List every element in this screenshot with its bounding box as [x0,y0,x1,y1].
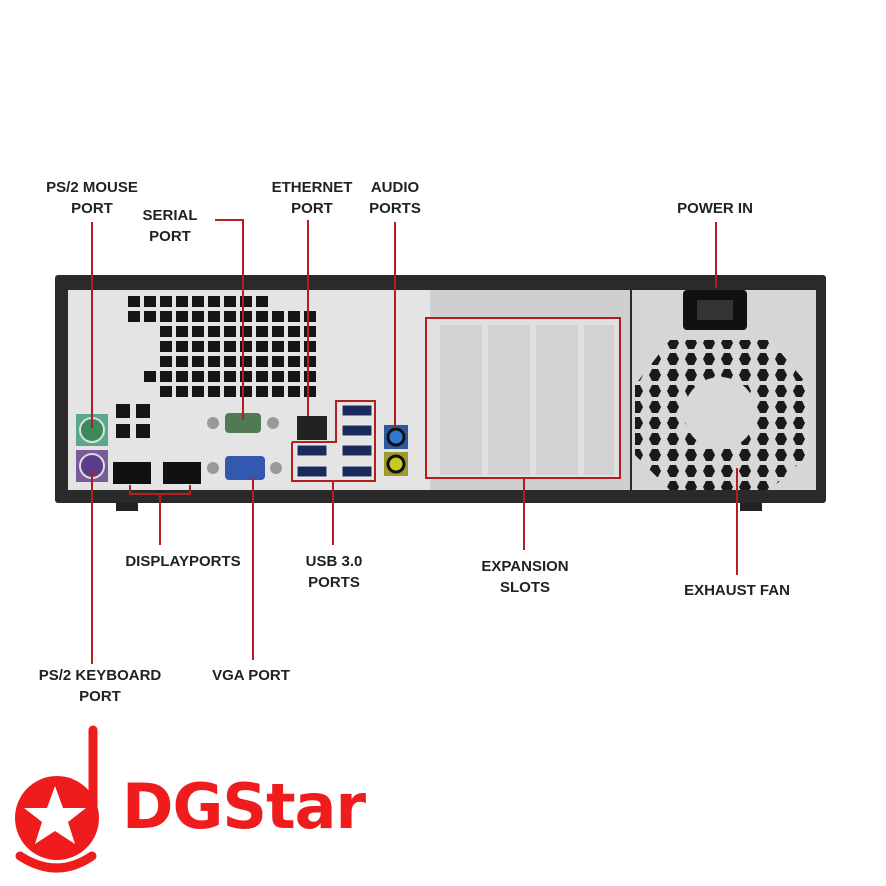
vent-hole [272,371,284,382]
serial-port [225,413,261,433]
vent-hole [160,386,172,397]
vent-hole [240,326,252,337]
vent-hole [176,296,188,307]
vent-hole [272,386,284,397]
vent-hole [144,311,156,322]
vent-hole [208,326,220,337]
vent-hole [272,341,284,352]
vent-hole [240,341,252,352]
vent-hole [224,371,236,382]
vent-hole [304,371,316,382]
vent-hole [240,356,252,367]
vent-hole [192,311,204,322]
vent-hole [256,296,268,307]
vent-hole [208,371,220,382]
vent-hole [176,356,188,367]
vent-hole [192,296,204,307]
usb-ports [296,404,373,478]
vent-hole [240,311,252,322]
callout-lines [91,219,738,664]
vent-hole [192,326,204,337]
vent-hole [192,371,204,382]
vent-grid [128,296,316,397]
vent-hole [256,371,268,382]
vent-hole [160,296,172,307]
label-vga: VGA PORT [212,667,290,684]
vent-hole [160,341,172,352]
expansion-slots [425,317,621,479]
vent-hole [176,386,188,397]
vent-hole [304,356,316,367]
vent-hole [272,326,284,337]
vent-hole [144,371,156,382]
vent-hole [128,296,140,307]
vent-hole [288,386,300,397]
vent-hole [224,311,236,322]
audio-line-out [386,427,406,447]
vent-hole [160,311,172,322]
vent-hole [304,326,316,337]
vent-hole [288,371,300,382]
displayport-2 [163,462,201,484]
vent-hole [240,386,252,397]
vent-hole [192,341,204,352]
vent-hole [240,296,252,307]
vent-hole [288,326,300,337]
vent-hole [224,296,236,307]
audio-mic-in [386,454,406,474]
vent-hole [288,356,300,367]
dgstar-logo-icon [15,725,99,873]
label-displayports: DISPLAYPORTS [125,553,241,570]
vent-hole [256,386,268,397]
vent-hole [288,341,300,352]
vent-hole [160,371,172,382]
vent-hole [176,326,188,337]
displayport-1 [113,462,151,484]
label-power-in: POWER IN [677,200,753,217]
vent-hole [144,296,156,307]
label-exhaust-fan: EXHAUST FAN [684,582,790,599]
vent-hole [288,311,300,322]
vent-hole [208,341,220,352]
vent-hole [256,311,268,322]
vent-hole [304,311,316,322]
vent-hole [224,326,236,337]
vent-hole [256,341,268,352]
vent-hole [304,341,316,352]
vent-hole [256,326,268,337]
vent-hole [256,356,268,367]
vent-hole [224,341,236,352]
vent-hole [208,311,220,322]
vent-hole [208,296,220,307]
vent-hole [208,356,220,367]
vent-hole [224,356,236,367]
vent-hole [160,356,172,367]
vent-hole [176,311,188,322]
vent-hole [176,341,188,352]
vent-hole [272,311,284,322]
vga-port [225,456,265,480]
vent-hole [304,386,316,397]
vent-hole [272,356,284,367]
vent-hole [160,326,172,337]
vent-hole [176,371,188,382]
ethernet-port [297,416,327,440]
logo-text: DGStar [122,770,366,843]
vent-hole [208,386,220,397]
vent-hole [224,386,236,397]
vent-hole [128,311,140,322]
vent-hole [192,356,204,367]
vent-hole [240,371,252,382]
vent-hole [192,386,204,397]
